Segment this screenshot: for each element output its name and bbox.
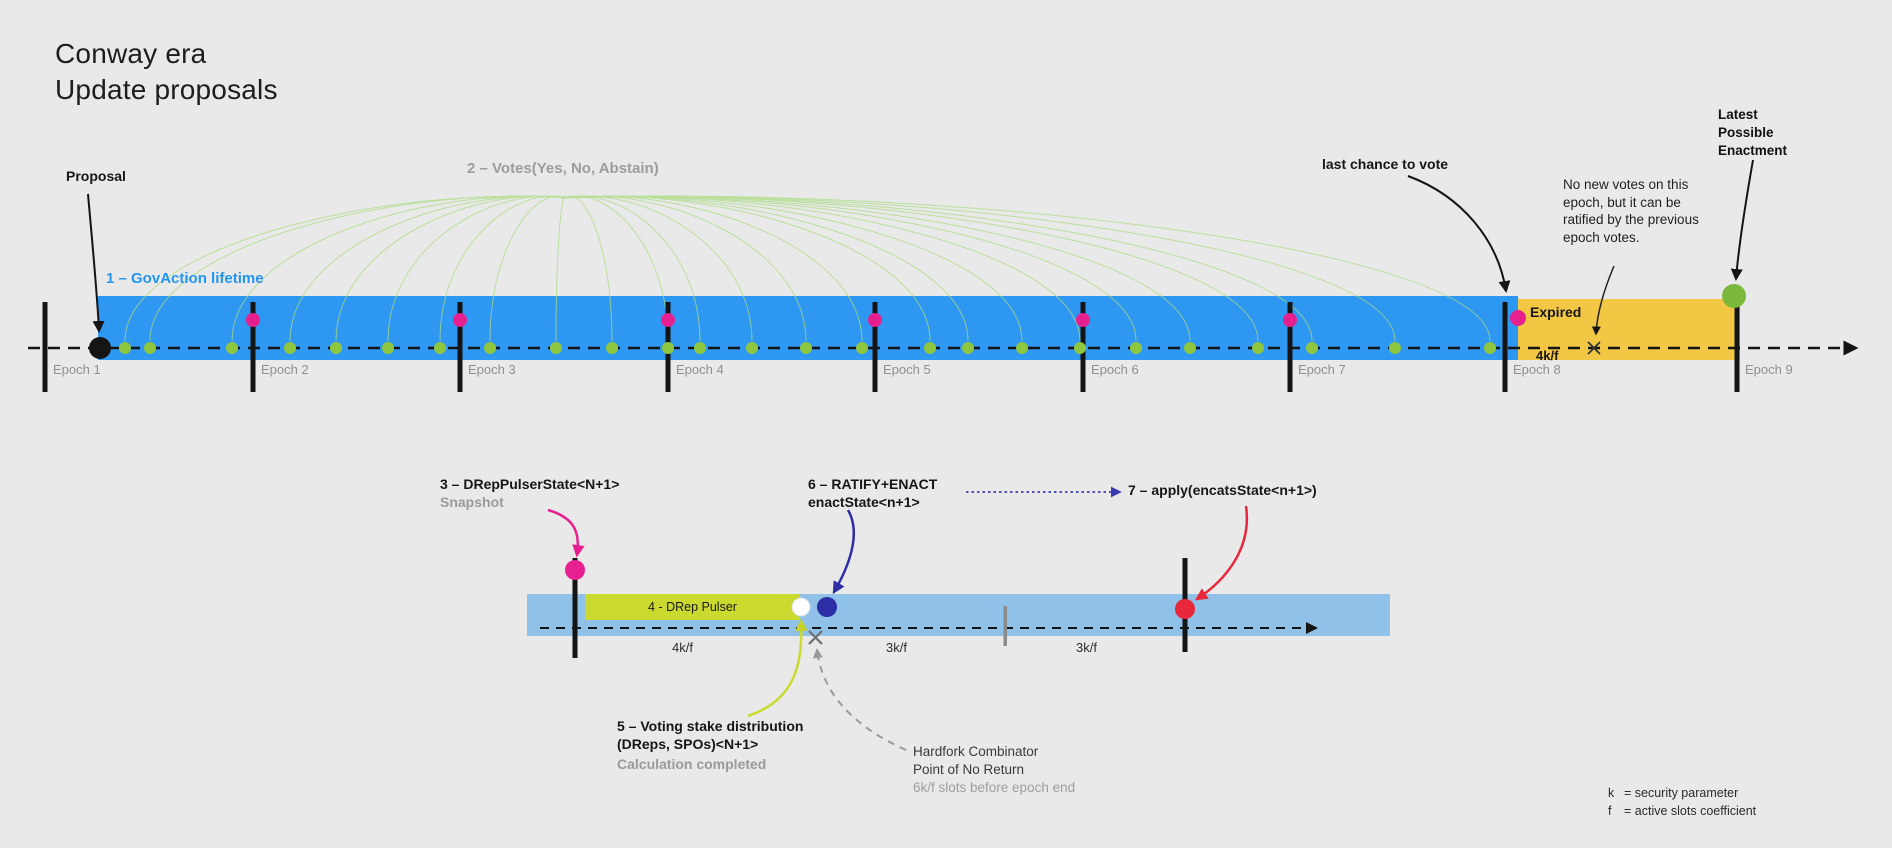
ratify-arrow: [832, 509, 856, 595]
page-title-line2: Update proposals: [55, 74, 278, 105]
hardfork-dashed-arrow: [812, 648, 907, 751]
pulser-end-dot: [791, 597, 811, 617]
drep-pulser-bar-label: 4 - DRep Pulser: [648, 600, 737, 614]
snapshot-arrow: [547, 508, 585, 558]
epoch-label-5: Epoch 5: [883, 362, 931, 377]
no-new-votes-arrow: [1591, 265, 1615, 336]
expired-epoch-bar: [1518, 299, 1740, 360]
segment-3kf-label-b: 3k/f: [1076, 640, 1097, 655]
legend-row-f: f = active slots coefficient: [1608, 804, 1756, 818]
proposal-arrow: [87, 193, 105, 333]
hardfork-sub-label: 6k/f slots before epoch end: [913, 780, 1076, 795]
ratify-label-line2: enactState<n+1>: [808, 494, 920, 510]
no-new-votes-note: No new votes on this epoch, but it can b…: [1563, 177, 1699, 245]
segment-divider: [1003, 606, 1007, 646]
ratify-label-line1: 6 – RATIFY+ENACT: [808, 476, 938, 492]
stake-label-line2: (DReps, SPOs)<N+1>: [617, 736, 759, 752]
ratification-x-mark: [1587, 341, 1601, 355]
latest-enactment-dot: [1722, 284, 1746, 308]
legend-row-k: k = security parameter: [1608, 786, 1738, 800]
epoch-label-8: Epoch 8: [1513, 362, 1561, 377]
epoch-label-1: Epoch 1: [53, 362, 101, 377]
vote-dots: [119, 342, 1496, 354]
expired-duration-label: 4k/f: [1536, 348, 1559, 363]
epoch-label-6: Epoch 6: [1091, 362, 1139, 377]
govaction-lifetime-label: 1 – GovAction lifetime: [106, 270, 264, 287]
legend-f-desc: = active slots coefficient: [1624, 804, 1757, 818]
last-chance-label: last chance to vote: [1322, 156, 1449, 172]
stake-label-line1: 5 – Voting stake distribution: [617, 718, 804, 734]
epoch-label-3: Epoch 3: [468, 362, 516, 377]
drep-pulser-state-label: 3 – DRepPulserState<N+1>: [440, 476, 620, 492]
apply-label: 7 – apply(encatsState<n+1>): [1128, 482, 1317, 498]
stake-sub-label: Calculation completed: [617, 756, 767, 772]
epoch-label-7: Epoch 7: [1298, 362, 1346, 377]
expired-label: Expired: [1530, 304, 1582, 320]
legend-k-desc: = security parameter: [1624, 786, 1739, 800]
hardfork-label-line2: Point of No Return: [913, 762, 1025, 777]
latest-enactment-arrow: [1730, 159, 1754, 281]
vote-curves: [124, 195, 1491, 342]
segment-3kf-label-a: 3k/f: [886, 640, 907, 655]
epoch-label-4: Epoch 4: [676, 362, 724, 377]
epoch-label-2: Epoch 2: [261, 362, 309, 377]
epoch-boundary-dots: [246, 313, 1297, 327]
ratify-dot: [817, 597, 837, 617]
apply-arrow: [1194, 505, 1249, 601]
last-chance-arrow: [1407, 175, 1511, 293]
segment-4kf-label: 4k/f: [672, 640, 693, 655]
drep-pulser-state-sub: Snapshot: [440, 494, 504, 510]
expired-dot: [1510, 310, 1526, 326]
votes-label: 2 – Votes(Yes, No, Abstain): [467, 160, 659, 177]
stake-arrow: [747, 618, 808, 718]
hardfork-x-mark: [808, 630, 823, 645]
proposal-label: Proposal: [66, 168, 126, 184]
snapshot-dot: [565, 560, 585, 580]
proposal-dot: [89, 337, 111, 359]
latest-enactment-label: Latest Possible Enactment: [1718, 107, 1788, 158]
legend-f-key: f: [1608, 804, 1612, 818]
legend-k-key: k: [1608, 786, 1615, 800]
page-title-line1: Conway era: [55, 38, 207, 69]
drep-pulser-bar: [585, 594, 800, 620]
epoch-label-9: Epoch 9: [1745, 362, 1793, 377]
hardfork-label-line1: Hardfork Combinator: [913, 744, 1039, 759]
apply-dot: [1175, 599, 1195, 619]
